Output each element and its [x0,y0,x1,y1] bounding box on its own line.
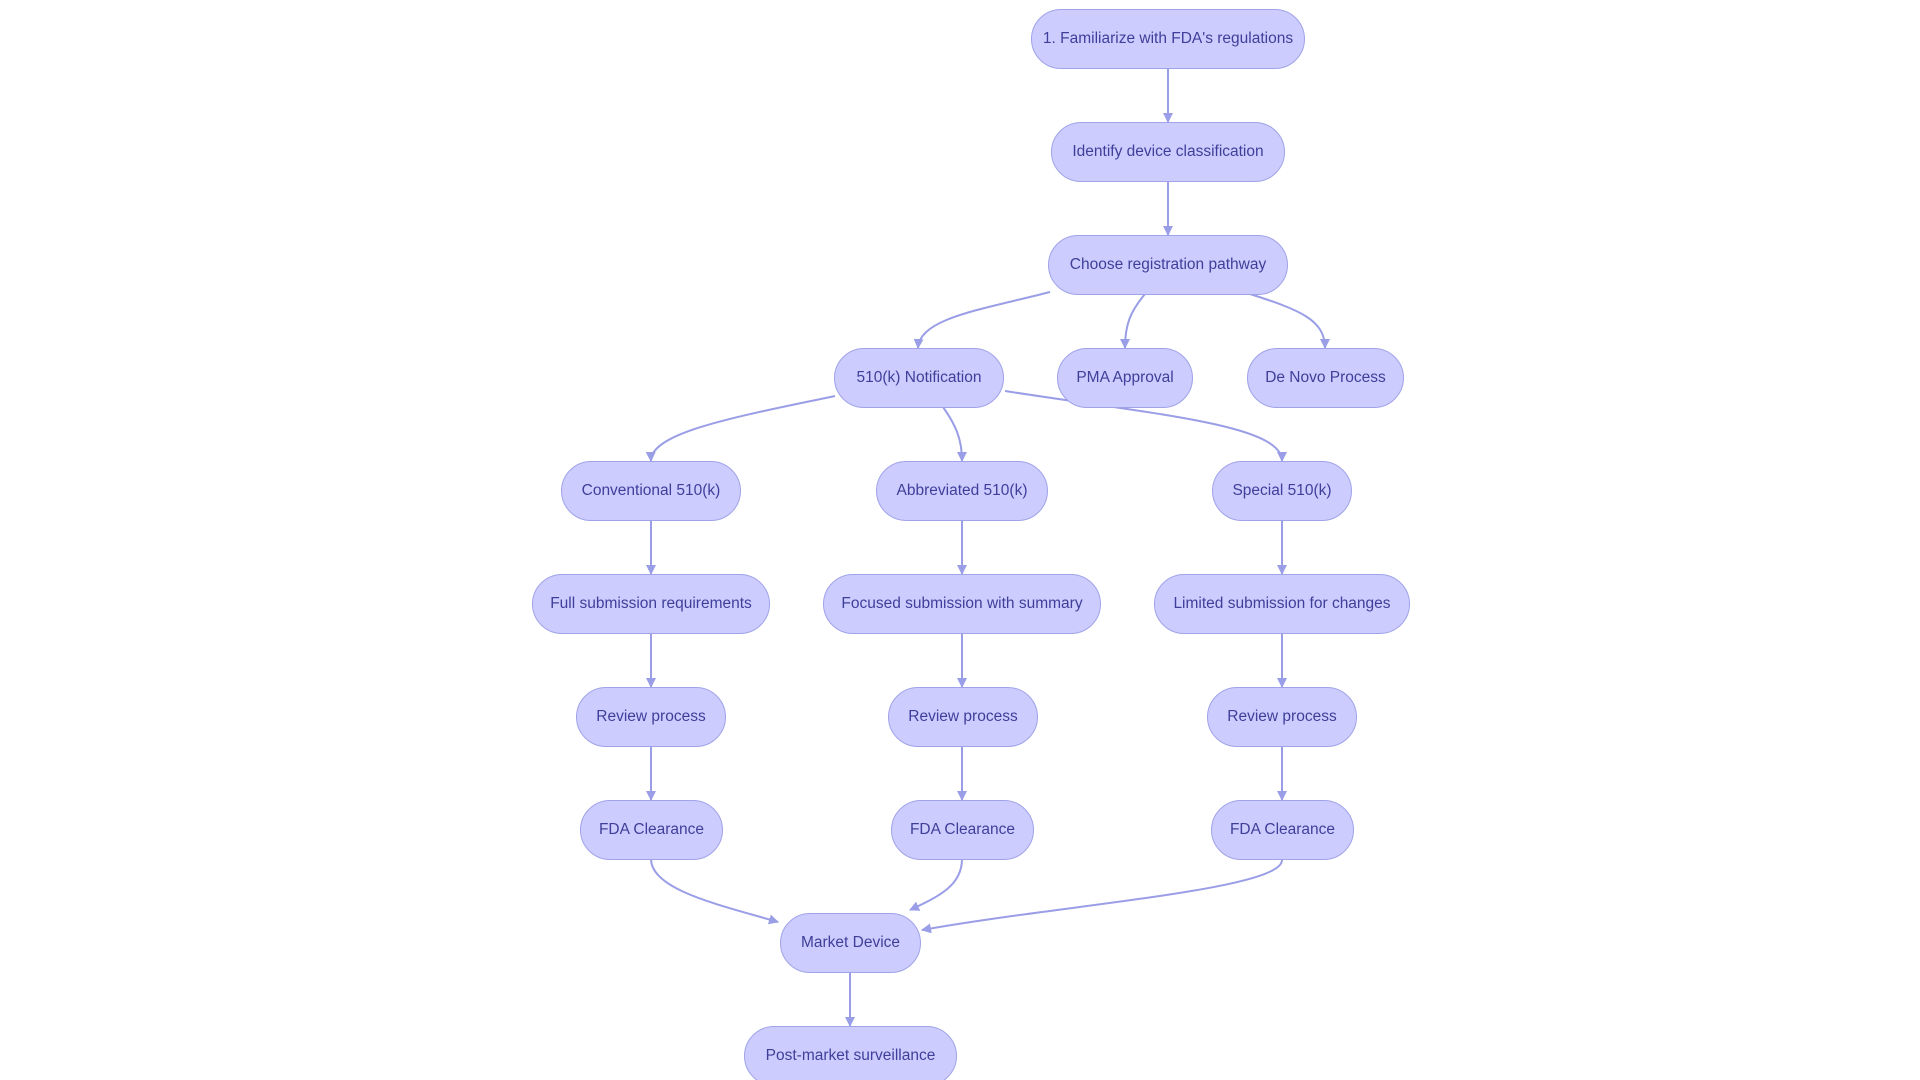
edge-clearance-abbreviated-market [909,858,963,911]
edge-choose-510k [913,291,1051,349]
node-familiarize-regulations[interactable]: 1. Familiarize with FDA's regulations [1031,9,1305,69]
node-focused-submission[interactable]: Focused submission with summary [823,574,1101,634]
edge-choose-pma [1120,293,1146,349]
node-choose-pathway[interactable]: Choose registration pathway [1048,235,1288,295]
edge-510k-conventional [645,395,836,462]
node-abbreviated-510k[interactable]: Abbreviated 510(k) [876,461,1048,521]
node-review-process-special[interactable]: Review process [1207,687,1357,747]
edge-510k-abbreviated [942,406,967,462]
node-full-submission[interactable]: Full submission requirements [532,574,770,634]
node-review-process-abbreviated[interactable]: Review process [888,687,1038,747]
node-market-device[interactable]: Market Device [780,913,921,973]
edge-510k-special [1004,390,1287,462]
node-limited-submission[interactable]: Limited submission for changes [1154,574,1410,634]
node-510k-notification[interactable]: 510(k) Notification [834,348,1004,408]
node-conventional-510k[interactable]: Conventional 510(k) [561,461,741,521]
node-pma-approval[interactable]: PMA Approval [1057,348,1193,408]
edge-clearance-special-market [921,859,1283,934]
node-de-novo-process[interactable]: De Novo Process [1247,348,1404,408]
node-identify-classification[interactable]: Identify device classification [1051,122,1285,182]
node-fda-clearance-special[interactable]: FDA Clearance [1211,800,1354,860]
node-post-market-surveillance[interactable]: Post-market surveillance [744,1026,957,1080]
node-special-510k[interactable]: Special 510(k) [1212,461,1352,521]
edge-clearance-conventional-market [650,858,779,925]
edge-choose-denovo [1249,293,1330,349]
node-fda-clearance-conventional[interactable]: FDA Clearance [580,800,723,860]
node-fda-clearance-abbreviated[interactable]: FDA Clearance [891,800,1034,860]
node-review-process-conventional[interactable]: Review process [576,687,726,747]
